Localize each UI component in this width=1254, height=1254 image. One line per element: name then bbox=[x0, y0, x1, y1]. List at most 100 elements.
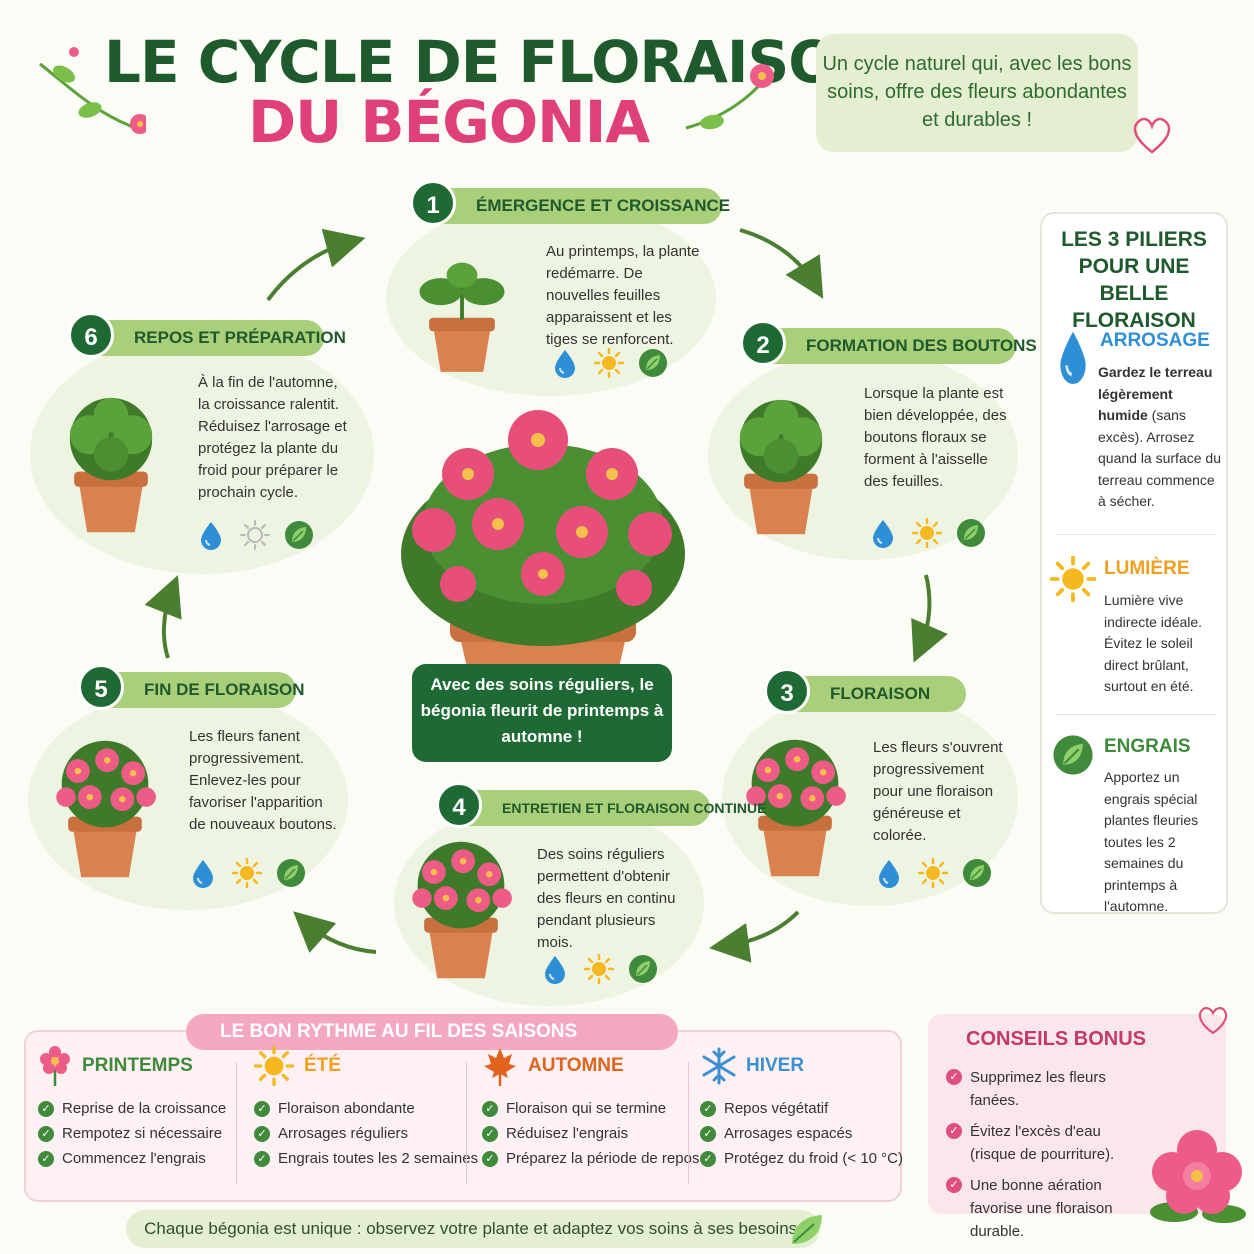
fading-plant-icon bbox=[40, 724, 170, 894]
list-item: ✓Engrais toutes les 2 semaines bbox=[254, 1146, 478, 1171]
pillar-lumiere-text: Lumière vive indirecte idéale. Évitez le… bbox=[1104, 592, 1203, 694]
sun-icon bbox=[912, 518, 942, 548]
center-begonia-plant-icon bbox=[401, 410, 685, 694]
pillar-arrosage-body: (sans excès). Arrosez quand la surface d… bbox=[1098, 407, 1221, 509]
intro-box: Un cycle naturel qui, avec les bons soin… bbox=[816, 34, 1138, 152]
pillar-arrosage-text: Gardez le terreau légèrement humide (san… bbox=[1098, 362, 1224, 513]
step-5-text: Les fleurs fanent progressivement. Enlev… bbox=[189, 728, 337, 833]
fertilizer-leaf-icon bbox=[628, 954, 658, 984]
arrow-icon bbox=[266, 228, 366, 302]
step-5-icons bbox=[188, 858, 306, 888]
step-1-text: Au printemps, la plante redémarre. De no… bbox=[546, 243, 700, 348]
flowering-plant-icon bbox=[396, 830, 526, 990]
flower-branch-right-icon bbox=[685, 64, 774, 130]
flower-icon bbox=[40, 1046, 70, 1086]
water-drop-icon bbox=[868, 518, 898, 548]
list-item: ✓Réduisez l'engrais bbox=[482, 1121, 699, 1146]
step-2-title: FORMATION DES BOUTONS bbox=[748, 328, 1037, 364]
fertilizer-leaf-icon bbox=[638, 348, 668, 378]
pillar-engrais-text: Apportez un engrais spécial plantes fleu… bbox=[1104, 769, 1199, 914]
pillar-arrosage-bold: Gardez le terreau légèrement humide bbox=[1098, 364, 1213, 423]
fertilizer-leaf-icon bbox=[276, 858, 306, 888]
list-item: ✓Supprimez les fleurs fanées. bbox=[946, 1066, 1146, 1112]
sun-icon bbox=[918, 858, 948, 888]
list-item: ✓Floraison abondante bbox=[254, 1096, 478, 1121]
step-6-number: 6 bbox=[68, 312, 114, 358]
heart-icon bbox=[1133, 117, 1171, 154]
heart-icon bbox=[1198, 1007, 1228, 1035]
list-item: ✓Une bonne aération favorise une florais… bbox=[946, 1174, 1146, 1243]
list-item: ✓Commencez l'engrais bbox=[38, 1146, 226, 1171]
bonus-title: CONSEILS BONUS bbox=[966, 1028, 1147, 1050]
step-1-icons bbox=[550, 348, 668, 378]
season-automne-name: AUTOMNE bbox=[528, 1055, 624, 1076]
snowflake-icon bbox=[702, 1047, 736, 1085]
pillars-panel: LES 3 PILIERS POUR UNE BELLE FLORAISON A… bbox=[1040, 212, 1228, 914]
step-3-number: 3 bbox=[764, 668, 810, 714]
list-item: ✓Floraison qui se termine bbox=[482, 1096, 699, 1121]
list-item: ✓Évitez l'excès d'eau (risque de pourrit… bbox=[946, 1120, 1146, 1166]
water-drop-icon bbox=[540, 954, 570, 984]
fertilizer-leaf-icon bbox=[1052, 734, 1094, 776]
season-printemps-name: PRINTEMPS bbox=[82, 1055, 193, 1076]
begonia-flower-icon bbox=[1150, 1130, 1246, 1223]
step-6-text: À la fin de l'automne, la croissance ral… bbox=[198, 374, 347, 501]
list-item: ✓Reprise de la croissance bbox=[38, 1096, 226, 1121]
pillars-title: LES 3 PILIERS POUR UNE BELLE FLORAISON bbox=[1061, 228, 1207, 332]
fertilizer-leaf-icon bbox=[956, 518, 986, 548]
sun-icon bbox=[1050, 556, 1096, 602]
bonus-panel: CONSEILS BONUS ✓Supprimez les fleurs fan… bbox=[928, 1014, 1226, 1240]
water-drop-icon bbox=[1054, 328, 1092, 384]
step-2-icons bbox=[868, 518, 986, 548]
arrow-icon bbox=[911, 574, 948, 663]
step-4-title: ENTRETIEN ET FLORAISON CONTINUE bbox=[444, 790, 766, 826]
divider bbox=[1056, 714, 1216, 715]
list-item: ✓Protégez du froid (< 10 °C) bbox=[700, 1146, 903, 1171]
maple-leaf-icon bbox=[484, 1048, 516, 1086]
step-4-icons bbox=[540, 954, 658, 984]
leaf-icon bbox=[792, 1215, 822, 1244]
pillar-engrais-title: ENGRAIS bbox=[1104, 736, 1191, 757]
arrow-icon bbox=[144, 575, 182, 659]
footer-banner: Chaque bégonia est unique : observez vot… bbox=[126, 1210, 820, 1248]
list-item: ✓Rempotez si nécessaire bbox=[38, 1121, 226, 1146]
sun-icon bbox=[594, 348, 624, 378]
divider bbox=[1056, 534, 1216, 535]
step-1-number: 1 bbox=[410, 180, 456, 226]
divider bbox=[466, 1062, 467, 1184]
seedling-plant-icon bbox=[404, 236, 520, 386]
cycle-arrows bbox=[144, 228, 948, 963]
sun-icon bbox=[584, 954, 614, 984]
sun-icon bbox=[240, 520, 270, 550]
step-1-title: ÉMERGENCE ET CROISSANCE bbox=[418, 188, 730, 224]
step-2-text: Lorsque la plante est bien développée, d… bbox=[864, 385, 1007, 490]
step-4-number: 4 bbox=[436, 782, 482, 828]
divider bbox=[236, 1062, 237, 1184]
water-drop-icon bbox=[196, 520, 226, 550]
water-drop-icon bbox=[874, 858, 904, 888]
season-hiver-name: HIVER bbox=[746, 1055, 805, 1076]
season-automne: AUTOMNE ✓Floraison qui se termine ✓Rédui… bbox=[482, 1046, 699, 1171]
season-ete: ÉTÉ ✓Floraison abondante ✓Arrosages régu… bbox=[254, 1046, 478, 1171]
season-hiver: HIVER ✓Repos végétatif ✓Arrosages espacé… bbox=[700, 1046, 903, 1171]
seasons-panel bbox=[24, 1030, 902, 1202]
center-banner: Avec des soins réguliers, le bégonia fle… bbox=[412, 664, 672, 762]
season-ete-name: ÉTÉ bbox=[304, 1055, 341, 1076]
list-item: ✓Arrosages réguliers bbox=[254, 1121, 478, 1146]
step-4-text: Des soins réguliers permettent d'obtenir… bbox=[537, 846, 676, 951]
step-6-icons bbox=[196, 520, 314, 550]
step-6-title: REPOS ET PRÉPARATION bbox=[76, 320, 346, 356]
water-drop-icon bbox=[188, 858, 218, 888]
list-item: ✓Arrosages espacés bbox=[700, 1121, 903, 1146]
resting-plant-icon bbox=[46, 376, 176, 552]
fertilizer-leaf-icon bbox=[284, 520, 314, 550]
pillar-arrosage-title: ARROSAGE bbox=[1100, 330, 1210, 351]
pillar-lumiere-title: LUMIÈRE bbox=[1104, 558, 1190, 579]
arrow-icon bbox=[709, 910, 800, 963]
list-item: ✓Repos végétatif bbox=[700, 1096, 903, 1121]
arrow-icon bbox=[293, 911, 377, 954]
step-5-number: 5 bbox=[78, 664, 124, 710]
arrow-icon bbox=[739, 228, 824, 299]
step-2-number: 2 bbox=[740, 320, 786, 366]
water-drop-icon bbox=[550, 348, 580, 378]
